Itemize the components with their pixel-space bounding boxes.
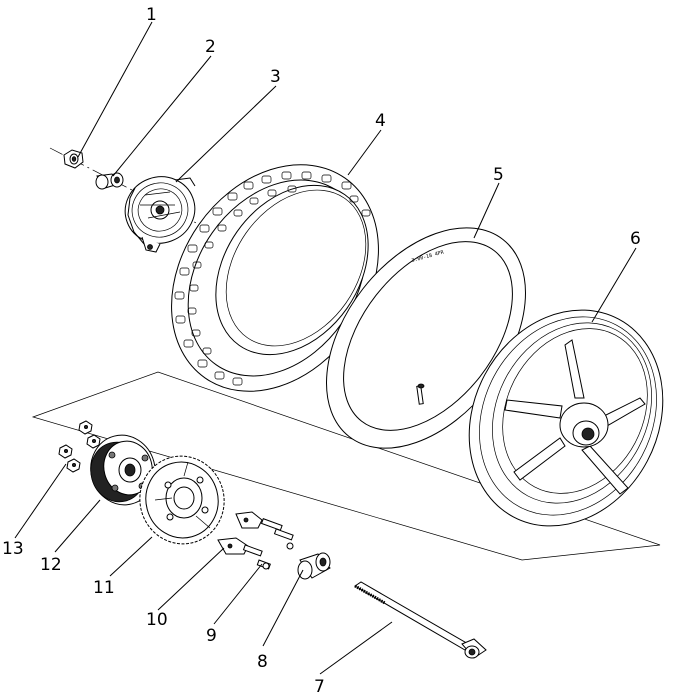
part-11-sprocket [139,455,225,545]
callout-11: 11 [93,578,115,598]
part-2-spacer [95,172,124,190]
part-4-tyre [171,164,379,392]
callout-8: 8 [257,652,268,672]
part-6-wheel-rim [468,309,664,527]
callout-6: 6 [630,229,641,249]
callout-3: 3 [270,67,281,87]
callout-13: 13 [2,539,24,559]
part-10-lock-plates [217,511,263,555]
part-7-axle [354,581,487,659]
part-9-bolts [242,518,294,570]
part-3-brake-panel [124,176,196,253]
callout-9: 9 [206,626,217,646]
callout-7: 7 [314,677,325,697]
leader-lines [14,21,637,675]
part-13-nuts [58,420,101,473]
callout-12: 12 [40,555,62,575]
callout-1: 1 [146,5,157,25]
callout-numbers: 1 2 3 4 5 6 7 8 9 10 11 12 13 [2,5,641,697]
part-1-nut [63,149,84,169]
part-12-sprocket-hub [90,434,156,506]
valve-stem [416,383,425,405]
callout-5: 5 [493,165,504,185]
part-5-inner-tube: 3.00-18 4PR [326,227,526,449]
callout-2: 2 [205,37,216,57]
sprocket-group-plane [31,371,661,561]
part-8-collar [297,552,331,580]
callout-4: 4 [375,111,386,131]
callout-10: 10 [146,610,168,630]
